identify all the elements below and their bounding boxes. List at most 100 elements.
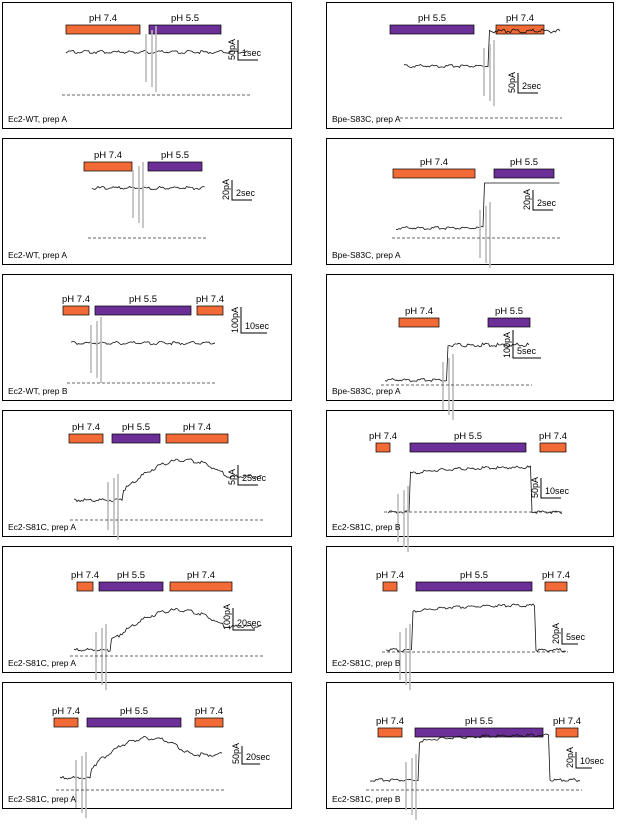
ph-bar [555,727,579,738]
ph-bar [194,717,224,728]
scale-x-label: 2sec [522,81,542,91]
scale-x-label: 5sec [566,632,586,642]
panel-frame [2,682,292,809]
ph-label: pH 5.5 [465,716,493,727]
ph-bar [389,24,475,35]
ph-bar [196,305,224,316]
scale-y-label: 5pA [227,469,237,485]
panel-caption: Ec2-S81C, prep B [332,522,401,532]
ph-bar [169,581,233,592]
panel-frame [2,546,292,673]
ph-bar [165,433,229,444]
scale-x-label: 20sec [237,618,262,628]
ph-label: pH 5.5 [122,422,150,433]
panel-caption: Ec2-S81C, prep A [8,658,76,668]
ph-bar [68,433,104,444]
panel-caption: Bpe-S83C, prep A [332,386,401,396]
current-trace [384,342,530,382]
scale-bar [237,465,258,486]
ph-label: pH 7.4 [405,306,433,317]
scale-x-label: 5sec [517,346,537,356]
current-trace [386,603,567,653]
ph-label: pH 5.5 [495,306,523,317]
ph-label: pH 7.4 [71,570,99,581]
ph-label: pH 7.4 [506,13,534,24]
ph-bar [98,581,164,592]
ph-bar [409,442,527,453]
panel-caption: Ec2-S81C, prep A [8,522,76,532]
ph-bar [53,717,79,728]
scale-y-label: 20pA [551,623,561,644]
scale-bar [231,180,252,201]
ph-label: pH 5.5 [460,570,488,581]
panel-frame [326,682,614,809]
scale-y-label: 50pA [231,743,241,764]
panel-caption: Ec2-WT, prep B [8,386,68,396]
scale-bar [512,330,541,359]
ph-bar [415,581,533,592]
panel-frame [2,2,292,129]
panel-caption: Ec2-WT, prep A [8,250,67,260]
ph-bar [65,24,141,35]
ph-label: pH 5.5 [171,13,199,24]
current-trace [59,735,223,780]
ph-bar [86,717,182,728]
ph-label: pH 5.5 [510,157,538,168]
ph-label: pH 7.4 [89,13,117,24]
ph-bar [544,581,568,592]
ph-bar [375,442,391,453]
panel-caption: Ec2-WT, prep A [8,114,67,124]
ph-bar [147,161,203,172]
ph-label: pH 5.5 [454,431,482,442]
ph-label: pH 7.4 [553,716,581,727]
scale-y-label: 20pA [221,179,231,200]
ph-label: pH 7.4 [187,570,215,581]
current-trace [73,458,262,503]
scale-y-label: 50pA [507,72,517,93]
panel-frame [2,274,292,401]
scale-x-label: 1sec [242,48,262,58]
ph-bar [148,24,222,35]
scale-x-label: 10sec [580,756,605,766]
panel-caption: Ec2-S81C, prep B [332,658,401,668]
panel-frame [2,410,292,537]
current-trace [70,340,216,346]
scale-bar [575,752,592,769]
ph-label: pH 7.4 [183,422,211,433]
ph-bar [493,168,555,179]
scale-y-label: 100pA [502,332,512,358]
current-trace [395,182,560,231]
ph-bar [83,161,133,172]
ph-label: pH 5.5 [129,294,157,305]
current-trace [403,28,561,69]
panel-caption: Bpe-S83C, prep A [332,250,401,260]
scale-bar [237,40,258,61]
panel-frame [326,2,614,129]
ph-label: pH 7.4 [195,706,223,717]
ph-label: pH 7.4 [420,157,448,168]
ph-label: pH 7.4 [376,570,404,581]
ph-label: pH 5.5 [161,150,189,161]
scale-y-label: 20pA [565,747,575,768]
ph-bar [382,581,398,592]
ph-bar [392,168,476,179]
panel-frame [326,274,614,401]
scale-bar [561,628,578,645]
ph-label: pH 7.4 [62,294,90,305]
panel-frame [326,546,614,673]
scale-x-label: 2sec [236,188,256,198]
ph-bar [487,317,531,328]
scale-bar [540,478,561,499]
panel-caption: Bpe-S83C, prep A [332,114,401,124]
panel-frame [2,138,292,265]
ph-bar [495,24,545,35]
scale-bar [532,190,553,211]
ph-label: pH 7.4 [542,570,570,581]
current-trace [91,185,205,191]
ph-label: pH 7.4 [196,294,224,305]
ph-label: pH 5.5 [418,13,446,24]
ph-bar [398,317,440,328]
ph-bar [76,581,94,592]
scale-x-label: 10sec [245,321,270,331]
ph-label: pH 7.4 [539,431,567,442]
